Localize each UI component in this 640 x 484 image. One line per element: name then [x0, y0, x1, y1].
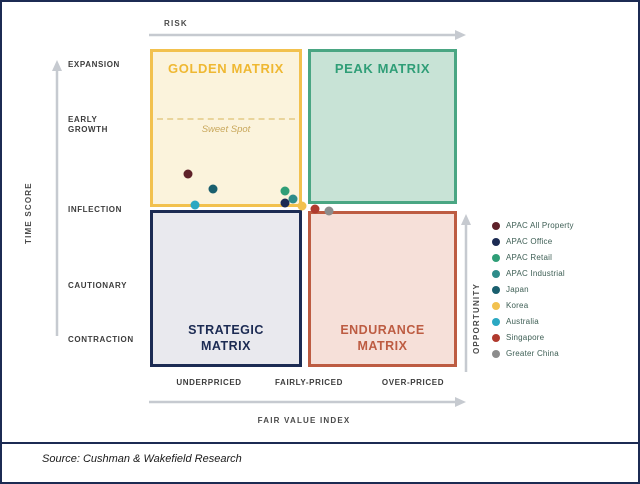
legend-dot	[492, 333, 500, 342]
peak-matrix-quadrant: PEAK MATRIX	[308, 49, 457, 204]
strategic-matrix-quadrant: STRATEGIC MATRIX	[150, 210, 302, 367]
point-greater-china	[324, 206, 334, 216]
legend-item: APAC Office	[492, 237, 574, 246]
legend-dot	[492, 253, 500, 262]
legend: APAC All Property APAC Office APAC Retai…	[492, 221, 574, 365]
point-singapore	[310, 204, 320, 214]
point-apac-office	[280, 198, 290, 208]
legend-label: Singapore	[506, 333, 545, 342]
scatter-plot-area	[150, 49, 457, 367]
legend-label: APAC Retail	[506, 253, 553, 262]
legend-label: Japan	[506, 285, 529, 294]
time-score-axis-label: TIME SCORE	[24, 182, 33, 244]
legend-dot	[492, 349, 500, 358]
legend-label: APAC Office	[506, 237, 553, 246]
legend-item: APAC Industrial	[492, 269, 574, 278]
point-japan	[208, 184, 218, 194]
point-apac-all-property	[183, 169, 193, 179]
legend-item: APAC Retail	[492, 253, 574, 262]
golden-matrix-title: GOLDEN MATRIX	[168, 61, 284, 76]
y-tick-inflection: INFLECTION	[68, 205, 122, 214]
legend-dot	[492, 301, 500, 310]
legend-label: Korea	[506, 301, 529, 310]
opportunity-arrow-icon	[461, 214, 471, 372]
legend-item: Greater China	[492, 349, 574, 358]
endurance-matrix-quadrant: ENDURANCE MATRIX	[308, 211, 457, 367]
y-tick-expansion: EXPANSION	[68, 60, 120, 69]
endurance-matrix-title: ENDURANCE MATRIX	[340, 322, 425, 353]
y-tick-cautionary: CAUTIONARY	[68, 281, 128, 290]
x-tick-underpriced: UNDERPRICED	[176, 378, 242, 387]
legend-item: Australia	[492, 317, 574, 326]
peak-matrix-title: PEAK MATRIX	[334, 61, 431, 76]
x-tick-over-priced: OVER-PRICED	[381, 378, 445, 387]
point-australia	[190, 200, 200, 210]
legend-label: Greater China	[506, 349, 559, 358]
sweet-spot-dashed-line	[157, 118, 295, 120]
source-note: Source: Cushman & Wakefield Research	[42, 453, 242, 465]
fair-value-axis-label: FAIR VALUE INDEX	[257, 416, 351, 425]
y-tick-early-growth: EARLY GROWTH	[68, 115, 109, 135]
sweet-spot-label: Sweet Spot	[201, 124, 251, 135]
point-apac-industrial	[288, 194, 298, 204]
fair-value-arrow-icon	[149, 397, 466, 407]
legend-dot	[492, 317, 500, 326]
opportunity-axis-label: OPPORTUNITY	[472, 283, 481, 354]
legend-dot	[492, 269, 500, 278]
legend-dot	[492, 237, 500, 246]
legend-item: APAC All Property	[492, 221, 574, 230]
legend-item: Korea	[492, 301, 574, 310]
point-korea	[297, 201, 307, 211]
legend-item: Japan	[492, 285, 574, 294]
legend-item: Singapore	[492, 333, 574, 342]
golden-matrix-quadrant: GOLDEN MATRIX Sweet Spot	[150, 49, 302, 207]
risk-axis-label: RISK	[164, 19, 188, 28]
strategic-matrix-title: STRATEGIC MATRIX	[188, 322, 264, 353]
legend-label: APAC All Property	[506, 221, 574, 230]
legend-label: Australia	[506, 317, 539, 326]
y-tick-contraction: CONTRACTION	[68, 335, 134, 344]
x-tick-fairly-priced: FAIRLY-PRICED	[275, 378, 343, 387]
legend-label: APAC Industrial	[506, 269, 565, 278]
footer-divider	[2, 442, 638, 444]
risk-arrow-icon	[149, 30, 466, 40]
time-score-arrow-icon	[52, 60, 62, 336]
legend-dot	[492, 221, 500, 230]
legend-dot	[492, 285, 500, 294]
point-apac-retail	[280, 186, 290, 196]
